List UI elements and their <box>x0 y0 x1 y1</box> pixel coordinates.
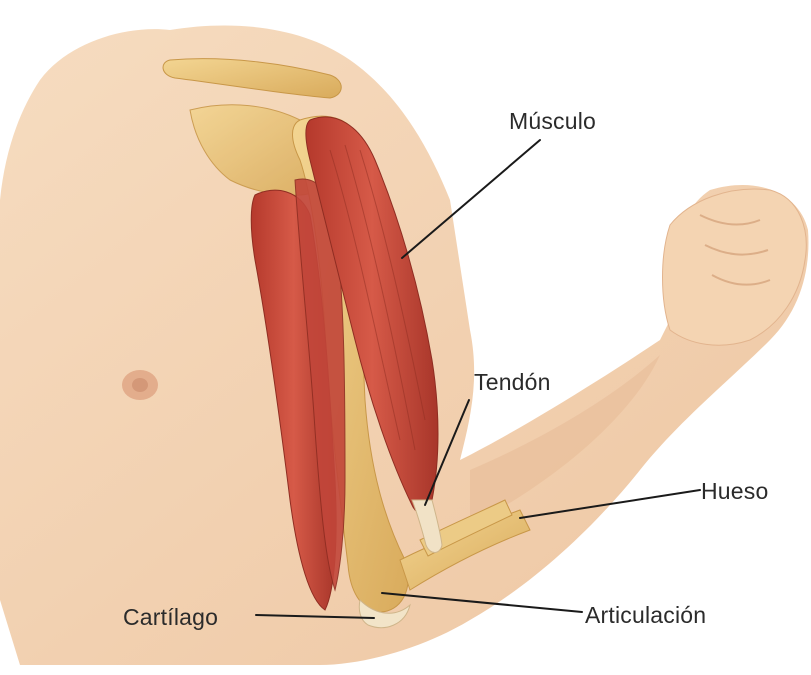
label-joint: Articulación <box>585 602 706 628</box>
label-cartilage: Cartílago <box>123 604 218 630</box>
label-bone: Hueso <box>701 478 768 504</box>
nipple-center <box>132 378 148 392</box>
label-tendon: Tendón <box>474 369 551 395</box>
label-muscle: Músculo <box>509 108 596 134</box>
